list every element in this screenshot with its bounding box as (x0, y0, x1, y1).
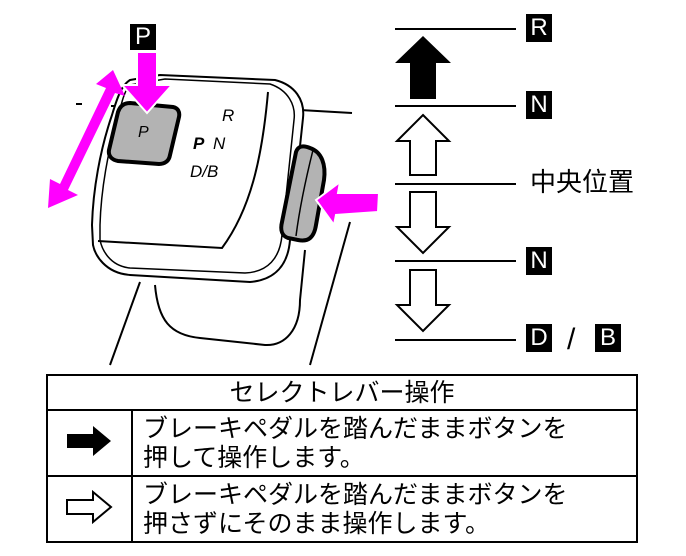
outline-down-arrow-icon (394, 269, 452, 333)
lever-mark-r: R (222, 106, 235, 125)
console-line-right (309, 221, 351, 366)
lever-button-p-label: P (138, 124, 149, 141)
position-badge-d: D (526, 324, 552, 352)
legend-text-line: 押して操作します。 (143, 443, 365, 472)
position-badge-r: R (526, 14, 552, 42)
filled-arrow-right-icon (66, 426, 111, 456)
legend-table: セレクトレバー操作 ブレーキペダルを踏んだままボタンを 押して操作します。 ブレ… (46, 374, 638, 543)
legend-text-line: ブレーキペダルを踏んだままボタンを (143, 414, 568, 443)
center-position-label: 中央位置 (530, 168, 635, 198)
legend-icon-cell (46, 409, 133, 477)
legend-text-line: ブレーキペダルを踏んだままボタンを (143, 480, 568, 509)
legend-header: セレクトレバー操作 (46, 374, 638, 411)
press-p-arrow-icon (119, 51, 175, 115)
legend-row: ブレーキペダルを踏んだままボタンを 押さずにそのまま操作します。 (46, 475, 638, 543)
legend-text-line: 押さずにそのまま操作します。 (143, 509, 491, 538)
legend-row: ブレーキペダルを踏んだままボタンを 押して操作します。 (46, 409, 638, 477)
position-badge-b: B (595, 324, 621, 352)
console-line-top (299, 109, 353, 114)
position-separator: / (567, 323, 576, 356)
legend-icon-cell (46, 475, 133, 543)
outline-arrow-right-icon (65, 489, 113, 525)
side-button-edge (295, 149, 314, 237)
p-position-badge: P (130, 24, 156, 50)
lever-mark-p: P (193, 134, 205, 153)
legend-text: ブレーキペダルを踏んだままボタンを 押して操作します。 (131, 409, 638, 477)
p-button[interactable] (106, 100, 182, 167)
lever-face-contour (97, 91, 269, 250)
lever-mark-n: N (213, 134, 226, 153)
press-side-button-arrow-icon (314, 179, 381, 228)
outline-up-arrow-icon (394, 113, 452, 176)
filled-up-arrow-icon (395, 36, 451, 99)
lever-mark-db: D/B (190, 162, 219, 181)
legend-text: ブレーキペダルを踏んだままボタンを 押さずにそのまま操作します。 (131, 475, 638, 543)
outline-down-arrow-icon (394, 191, 452, 255)
console-line-left (109, 281, 141, 366)
shift-direction-double-arrow-icon (48, 70, 125, 208)
position-badge-n-upper: N (526, 91, 552, 119)
position-badge-n-lower: N (526, 247, 552, 275)
